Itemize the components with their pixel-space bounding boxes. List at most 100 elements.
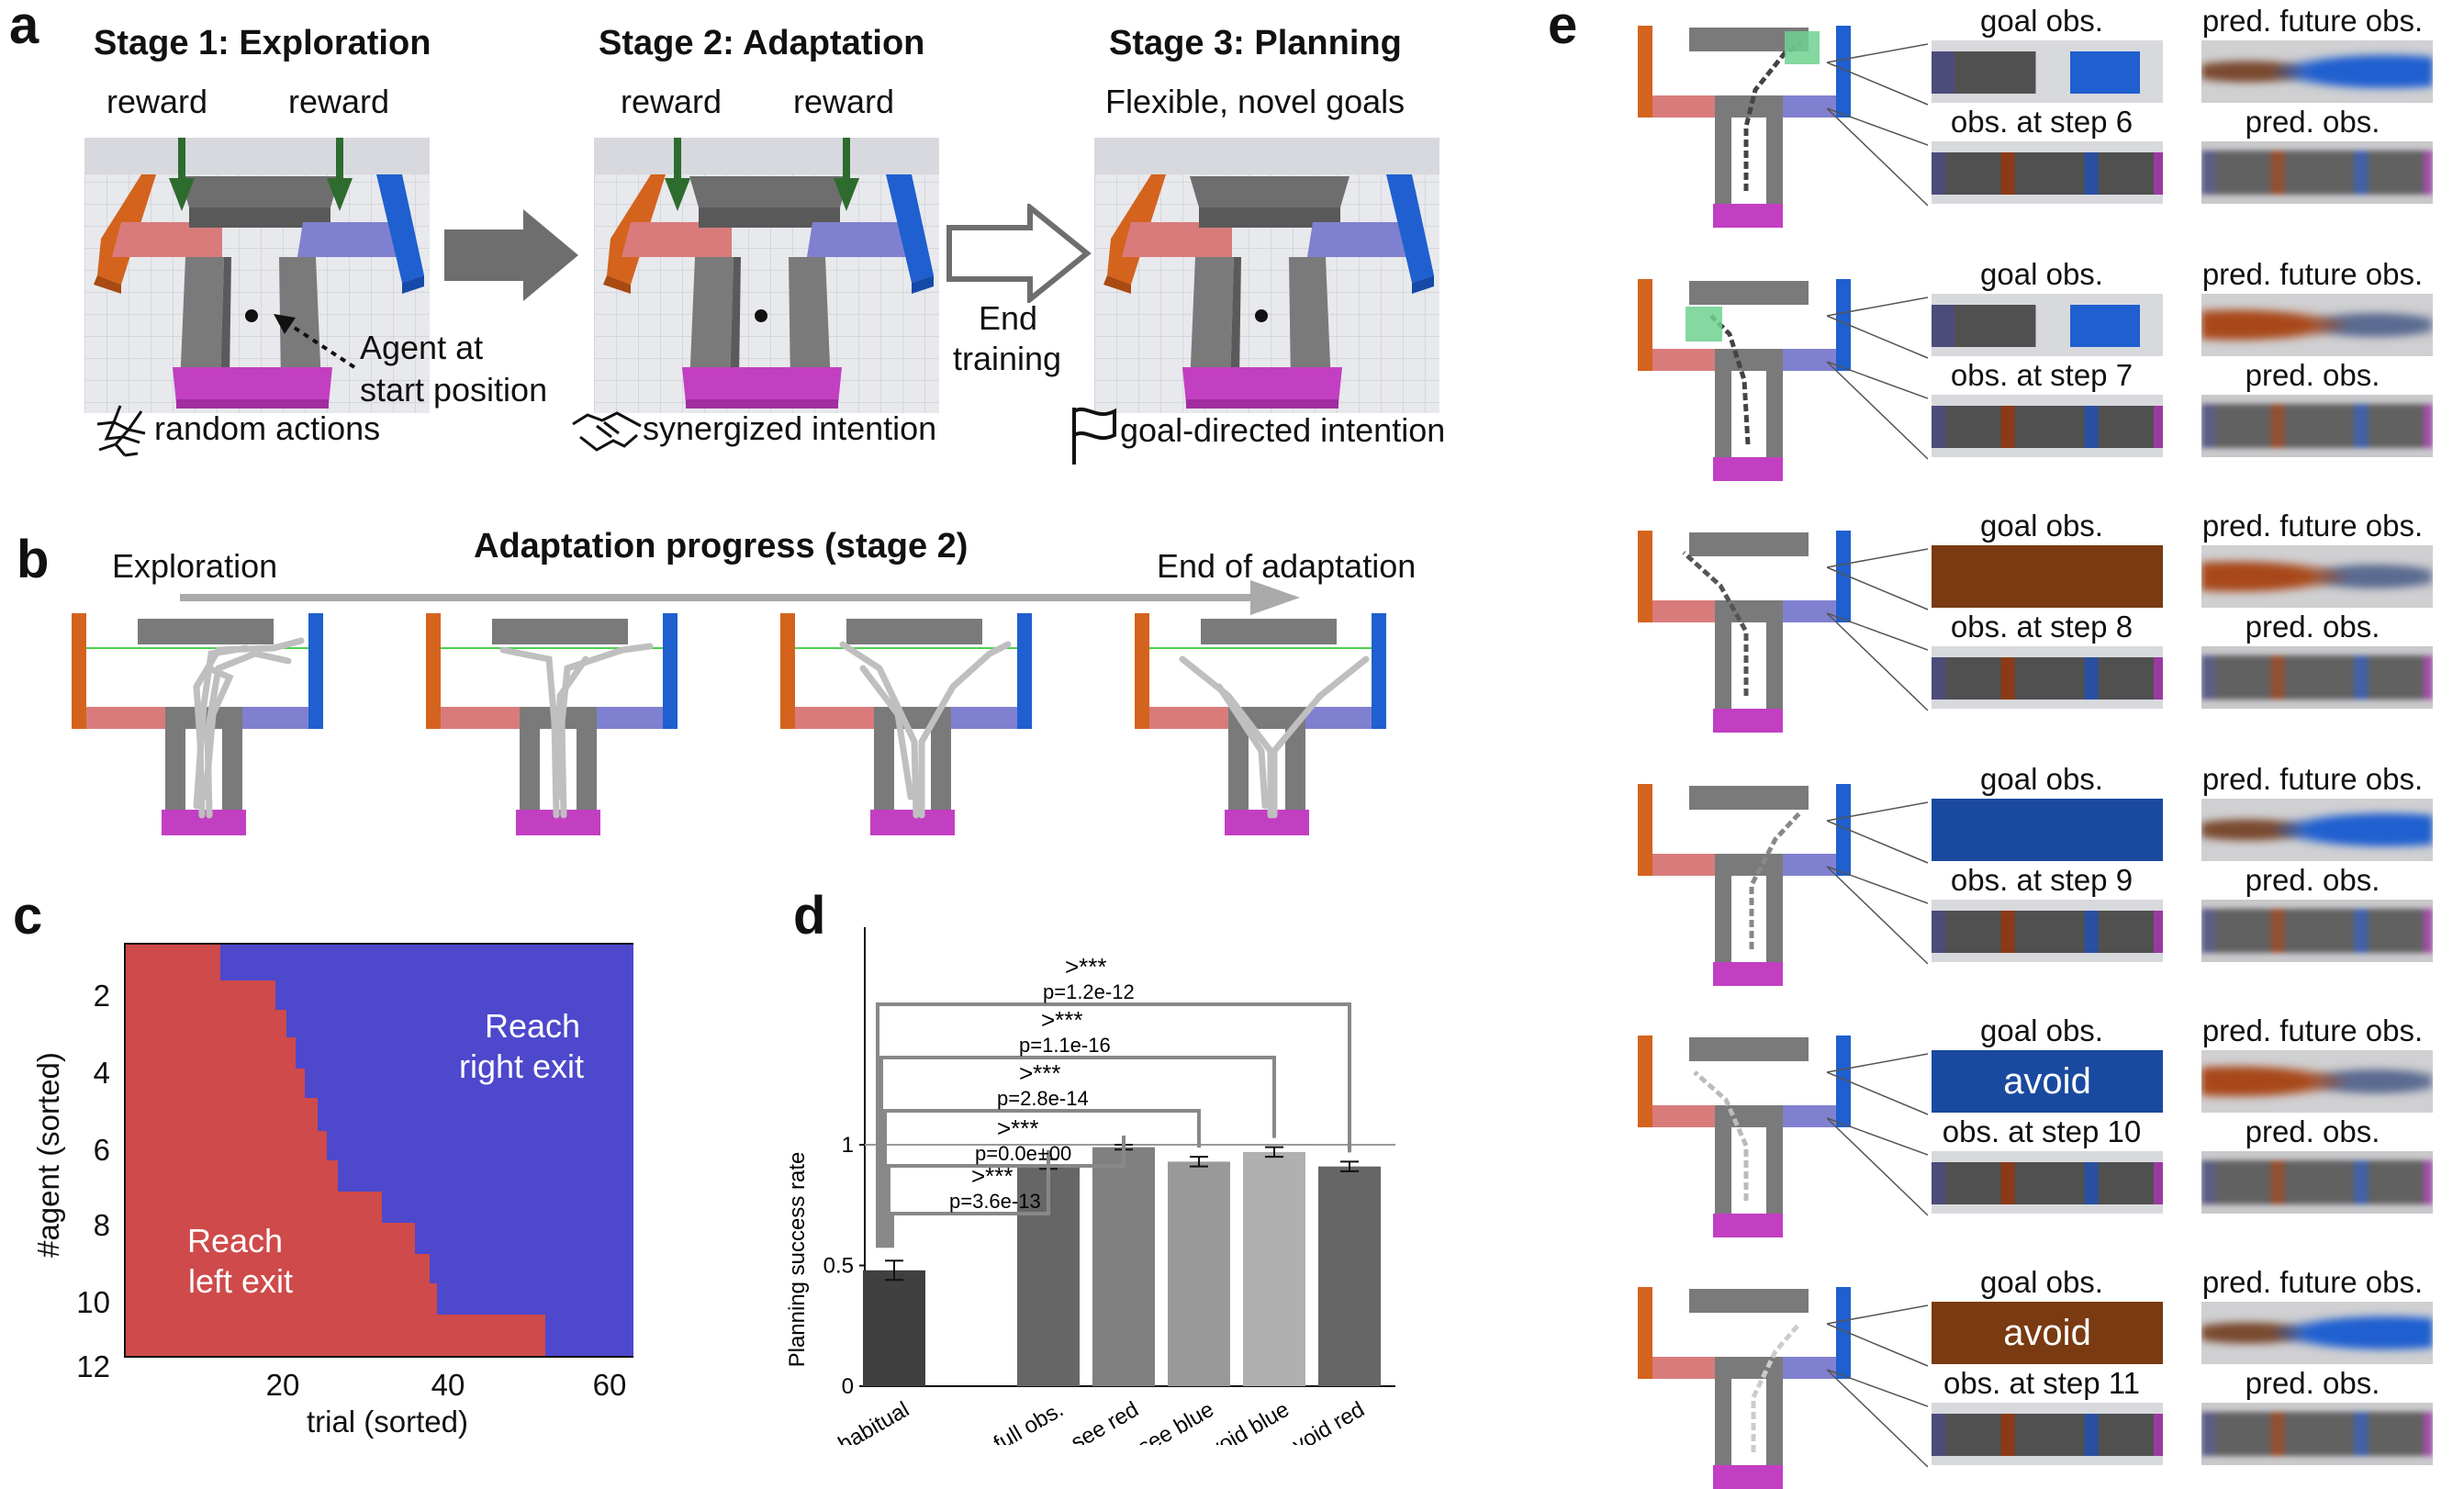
stage3-subtitle: Flexible, novel goals	[1105, 83, 1406, 120]
end-training-arrow	[946, 204, 1092, 303]
stage1-title: Stage 1: Exploration	[94, 24, 431, 62]
goal-obs-label: goal obs.	[1980, 257, 2103, 291]
reward-label: reward	[106, 83, 208, 120]
pred-future-obs-label: pred. future obs.	[2201, 509, 2424, 543]
left-region-label: left exit	[188, 1262, 293, 1300]
left-exit-region	[125, 944, 545, 1357]
pred-obs-image	[2201, 900, 2433, 962]
ytick: 10	[76, 1285, 110, 1319]
obs-image	[1932, 141, 2163, 204]
progress-end-label: End of adaptation	[1157, 547, 1417, 585]
significance-stars: >***	[1065, 953, 1107, 980]
significance-stars: >***	[1019, 1059, 1061, 1087]
xtick-label: avoid red	[1278, 1397, 1369, 1445]
connector-lines	[1827, 801, 1928, 965]
avoid-label: avoid	[2003, 1312, 2091, 1353]
pred-future-obs-image	[2201, 40, 2433, 103]
p-value: p=2.8e-14	[997, 1087, 1089, 1110]
significance-bracket	[879, 1056, 1276, 1248]
pred-obs-image	[2201, 1151, 2433, 1214]
pred-future-obs-image	[2201, 799, 2433, 861]
maze-trajectory	[1638, 531, 1851, 733]
stage-arrow	[444, 209, 578, 301]
end-label: training	[953, 340, 1062, 377]
xtick-label: see blue	[1134, 1397, 1218, 1445]
goal-obs-label: goal obs.	[1980, 1265, 2103, 1299]
xtick-label: full obs.	[990, 1397, 1068, 1445]
pred-obs-label: pred. obs.	[2245, 358, 2380, 392]
handshake-icon	[572, 411, 642, 452]
p-value: p=3.6e-13	[949, 1190, 1041, 1213]
panel-a-label: a	[9, 0, 39, 55]
obs-image	[1932, 900, 2163, 962]
random-actions-icon	[96, 405, 146, 457]
obs-step-label: obs. at step 9	[1950, 863, 2134, 897]
y-axis-label: Planning success rate	[785, 1152, 810, 1368]
stage3-title: Stage 3: Planning	[1109, 24, 1402, 62]
goal-obs-image: avoid	[1932, 1050, 2163, 1113]
bar-avoid-blue	[1243, 1151, 1305, 1386]
reward-label: reward	[793, 83, 895, 120]
panel-d-label: d	[793, 886, 826, 946]
p-value: p=1.2e-12	[1043, 980, 1135, 1003]
panel-b-mazes	[72, 613, 1387, 836]
left-region-label: Reach	[187, 1222, 283, 1259]
significance-bracket	[890, 1149, 1050, 1248]
pred-future-obs-label: pred. future obs.	[2201, 4, 2424, 38]
right-region-label: right exit	[459, 1047, 584, 1085]
connector-lines	[1827, 297, 1928, 460]
agent-label: start position	[360, 371, 548, 409]
pred-obs-label: pred. obs.	[2245, 1366, 2380, 1400]
obs-image	[1932, 646, 2163, 709]
goal-obs-label: goal obs.	[1980, 509, 2103, 543]
pred-future-obs-label: pred. future obs.	[2201, 1265, 2424, 1299]
connector-lines	[1827, 43, 1928, 207]
connector-lines	[1827, 1304, 1928, 1468]
pred-future-obs-label: pred. future obs.	[2201, 1013, 2424, 1047]
pred-future-obs-image	[2201, 1050, 2433, 1113]
flag-icon	[1072, 408, 1116, 465]
pred-obs-label: pred. obs.	[2245, 1114, 2380, 1148]
error-bar	[1340, 1160, 1359, 1172]
obs-image	[1932, 1403, 2163, 1465]
progress-title: Adaptation progress (stage 2)	[474, 527, 969, 565]
pred-future-obs-label: pred. future obs.	[2201, 762, 2424, 796]
error-bar	[1190, 1156, 1208, 1168]
significance-bracket	[883, 1109, 1201, 1248]
bar-habitual	[863, 1270, 925, 1386]
pred-obs-image	[2201, 1403, 2433, 1465]
ytick: 6	[94, 1133, 110, 1167]
ytick: 12	[76, 1349, 110, 1383]
agent-trial-heatmap: 2 4 6 8 10 12 20 40 60 trial (sorted) #a…	[37, 943, 633, 1439]
obs-step-label: obs. at step 11	[1943, 1366, 2141, 1400]
goal-obs-image	[1932, 545, 2163, 608]
xtick: 60	[593, 1368, 627, 1402]
x-axis-label: trial (sorted)	[307, 1405, 468, 1439]
bar-see-blue	[1168, 1161, 1230, 1386]
pred-obs-image	[2201, 141, 2433, 204]
xtick: 40	[431, 1368, 465, 1402]
significance-stars: >***	[1041, 1006, 1083, 1034]
maze-trajectory	[1638, 279, 1851, 481]
ytick: 0	[842, 1374, 854, 1399]
connector-lines	[1827, 1053, 1928, 1216]
y-axis-label: #agent (sorted)	[37, 1052, 65, 1258]
goal-obs-image	[1932, 294, 2163, 356]
obs-image	[1932, 395, 2163, 457]
right-region-label: Reach	[485, 1007, 580, 1045]
panel-c-label: c	[13, 886, 43, 946]
maze-trajectory	[1638, 1036, 1851, 1237]
pred-obs-image	[2201, 395, 2433, 457]
obs-step-label: obs. at step 6	[1950, 105, 2134, 139]
progress-start-label: Exploration	[112, 547, 278, 585]
p-value: p=0.0e+00	[975, 1142, 1071, 1165]
end-label: End	[979, 299, 1038, 337]
agent-label: Agent at	[360, 329, 484, 366]
maze-trajectory	[1638, 1287, 1851, 1489]
avoid-label: avoid	[2003, 1060, 2091, 1102]
obs-step-label: obs. at step 8	[1950, 610, 2134, 644]
pred-obs-image	[2201, 646, 2433, 709]
panel-e-label: e	[1548, 0, 1578, 55]
goal-obs-label: goal obs.	[1980, 1013, 2103, 1047]
connector-lines	[1827, 548, 1928, 711]
